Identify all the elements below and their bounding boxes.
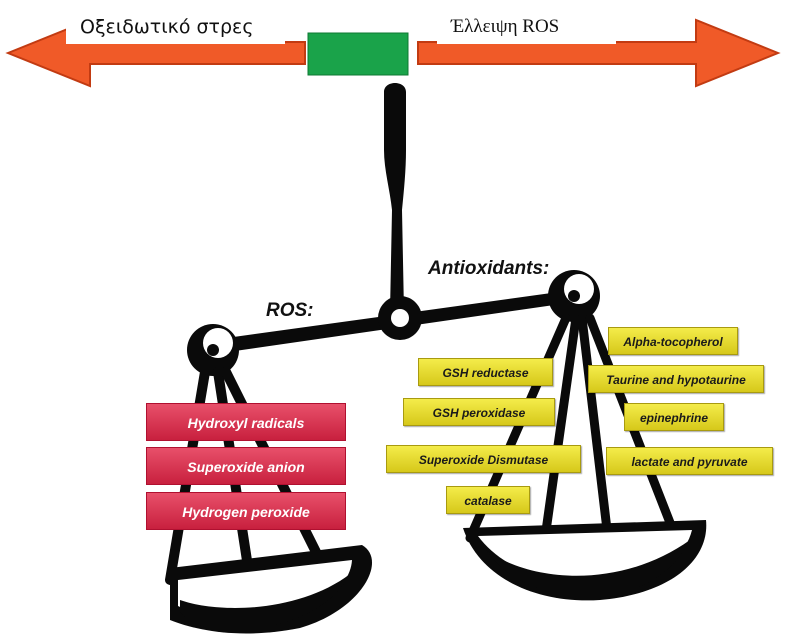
antioxidant-item: Alpha-tocopherol <box>608 327 738 355</box>
oxidative-stress-label: Οξειδωτικό στρες <box>66 10 285 44</box>
scale-pillar <box>384 83 406 312</box>
ros-item: Hydrogen peroxide <box>146 492 346 530</box>
antioxidant-item: Superoxide Dismutase <box>386 445 581 473</box>
antioxidant-item: GSH reductase <box>418 358 553 386</box>
ros-deficiency-label: Έλλειψη ROS <box>437 10 616 44</box>
antioxidants-title: Antioxidants: <box>428 258 550 279</box>
pivot-hole <box>391 309 409 327</box>
right-arrow <box>417 18 781 88</box>
ros-item: Superoxide anion <box>146 447 346 485</box>
antioxidant-item: epinephrine <box>624 403 724 431</box>
antioxidant-item: catalase <box>446 486 530 514</box>
antioxidant-item: GSH peroxidase <box>403 398 555 426</box>
antioxidant-item: lactate and pyruvate <box>606 447 773 475</box>
antioxidant-item: Taurine and hypotaurine <box>588 365 764 393</box>
ros-title: ROS: <box>266 300 314 321</box>
ros-item: Hydroxyl radicals <box>146 403 346 441</box>
balance-indicator <box>307 32 409 76</box>
